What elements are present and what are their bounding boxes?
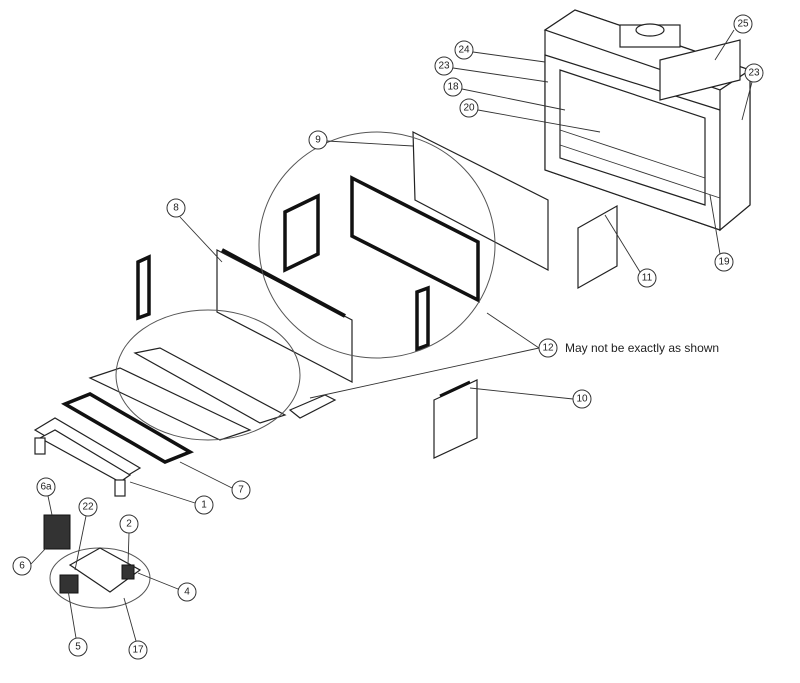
callout-22: 22 (78, 497, 98, 517)
svg-text:11: 11 (642, 273, 653, 284)
callout-12: 12 (538, 338, 558, 358)
leader-lines (30, 29, 753, 642)
valve-bracket (68, 547, 142, 593)
svg-text:8: 8 (173, 203, 179, 214)
svg-text:17: 17 (132, 645, 144, 656)
side-strip-left (136, 254, 151, 321)
floor-plate (133, 347, 287, 424)
glass-panel-11 (577, 204, 618, 290)
small-plate (288, 394, 337, 419)
module-6a (43, 514, 71, 550)
callout-11: 11 (637, 268, 657, 288)
callout-24: 24 (454, 40, 474, 60)
floor-plate-2 (88, 367, 252, 441)
callout-1: 1 (194, 495, 214, 515)
svg-text:6a: 6a (40, 482, 52, 493)
firebox-assembly (543, 9, 752, 232)
glass-panel-10 (433, 379, 478, 459)
glass-panel-9 (412, 131, 549, 271)
svg-text:7: 7 (238, 485, 244, 496)
callout-10: 10 (572, 389, 592, 409)
svg-text:12: 12 (542, 343, 554, 354)
callout-4: 4 (177, 582, 197, 602)
callout-5: 5 (68, 637, 88, 657)
svg-text:24: 24 (458, 45, 470, 56)
svg-text:25: 25 (737, 19, 749, 30)
callout-19: 19 (714, 252, 734, 272)
svg-text:9: 9 (315, 135, 321, 146)
burner-tray-7 (61, 392, 194, 464)
callout-23-right: 23 (744, 63, 764, 83)
side-strip-center (415, 285, 430, 352)
svg-text:23: 23 (748, 68, 760, 79)
svg-text:19: 19 (718, 257, 730, 268)
svg-text:4: 4 (184, 587, 190, 598)
callout-25: 25 (733, 14, 753, 34)
side-panel-left (283, 193, 320, 273)
svg-text:10: 10 (576, 394, 588, 405)
svg-text:23: 23 (438, 61, 450, 72)
svg-text:2: 2 (126, 519, 132, 530)
svg-text:5: 5 (75, 642, 81, 653)
svg-text:20: 20 (463, 103, 475, 114)
glass-panel-rear (350, 175, 480, 303)
svg-text:6: 6 (19, 561, 25, 572)
callout-18: 18 (443, 77, 463, 97)
svg-text:22: 22 (82, 502, 94, 513)
callout-6a: 6a (36, 477, 56, 497)
callout-23-left: 23 (434, 56, 454, 76)
svg-text:1: 1 (201, 500, 207, 511)
svg-text:18: 18 (447, 82, 459, 93)
callout-8: 8 (166, 198, 186, 218)
callout-6: 6 (12, 556, 32, 576)
callout-7: 7 (231, 480, 251, 500)
note-text: May not be exactly as shown (565, 341, 719, 355)
callout-9: 9 (308, 130, 328, 150)
group-ellipse-small (115, 309, 301, 441)
callout-2: 2 (119, 514, 139, 534)
callout-20: 20 (459, 98, 479, 118)
group-ellipse-large (258, 131, 496, 359)
callout-17: 17 (128, 640, 148, 660)
